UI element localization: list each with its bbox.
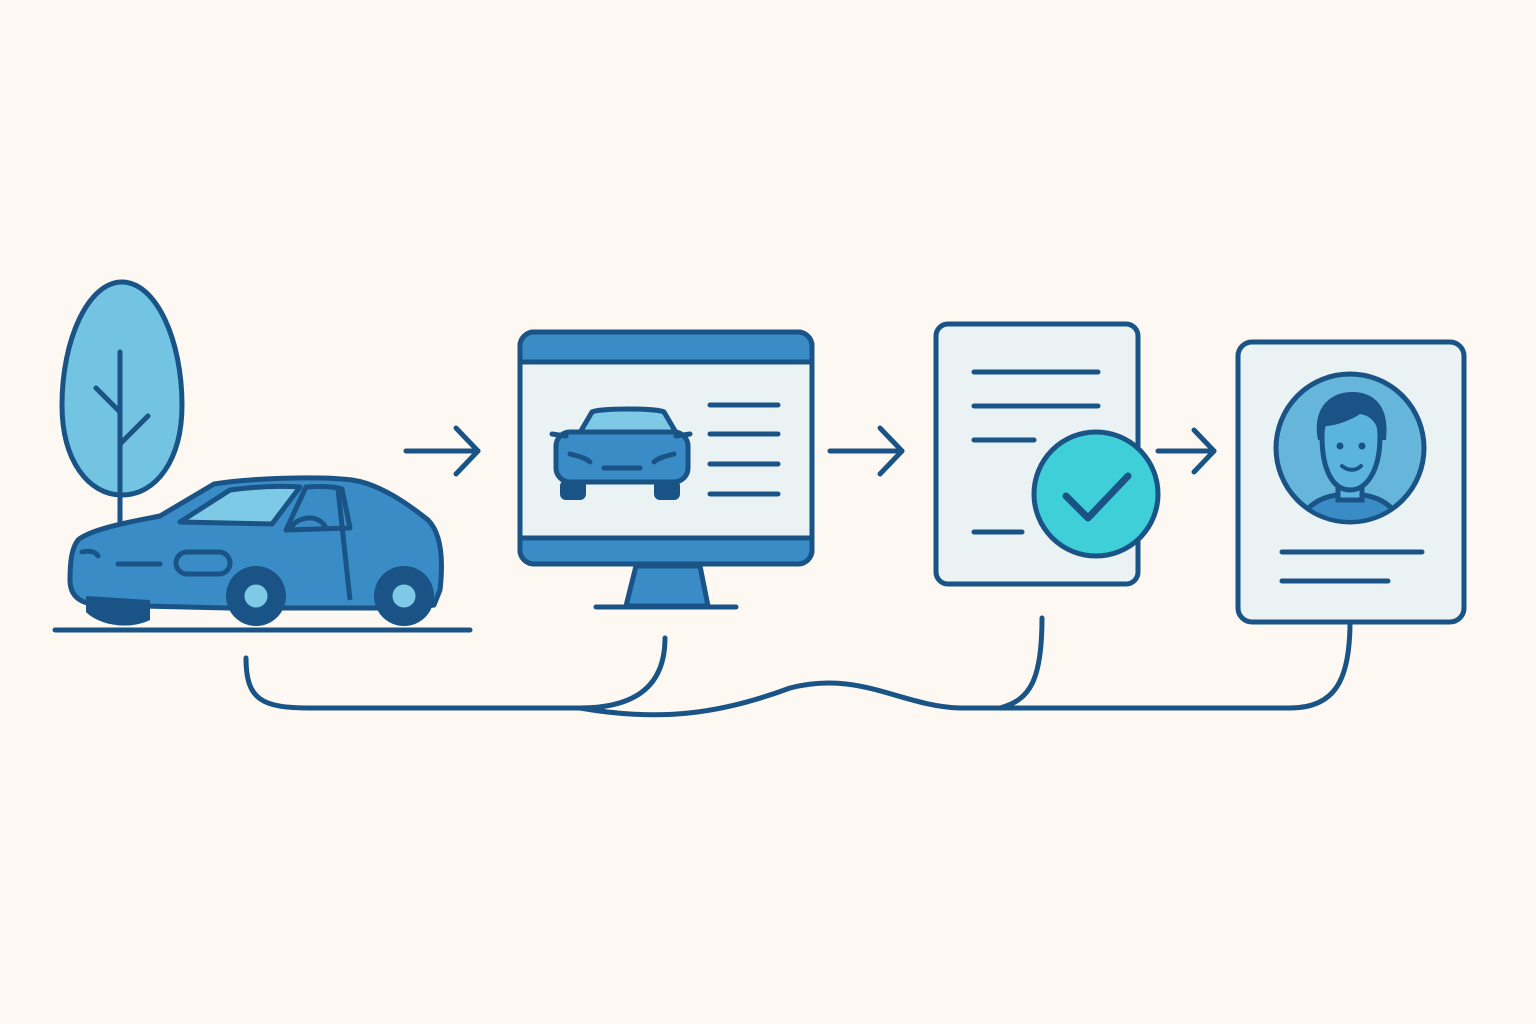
listing-car-icon (549, 406, 693, 500)
avatar-icon (1273, 371, 1427, 525)
connecting-line-icon (243, 615, 1353, 718)
verified-document-icon (933, 321, 1161, 587)
listing-text-lines (707, 402, 781, 497)
step-vehicle (52, 279, 473, 633)
step-document-verified (933, 321, 1161, 587)
step-online-listing (517, 329, 815, 610)
document-text-lines (971, 369, 1101, 535)
step-profile (1235, 339, 1467, 625)
profile-card-icon (1235, 339, 1467, 625)
arrow-right-icon (827, 425, 905, 477)
profile-text-lines (1279, 549, 1425, 584)
checkmark-badge-icon (1031, 429, 1161, 559)
arrow-right-icon (1155, 427, 1217, 475)
monitor-listing-icon (517, 329, 815, 610)
tree-icon (59, 279, 185, 543)
car-icon (67, 475, 444, 626)
arrow-right-icon (403, 425, 481, 477)
